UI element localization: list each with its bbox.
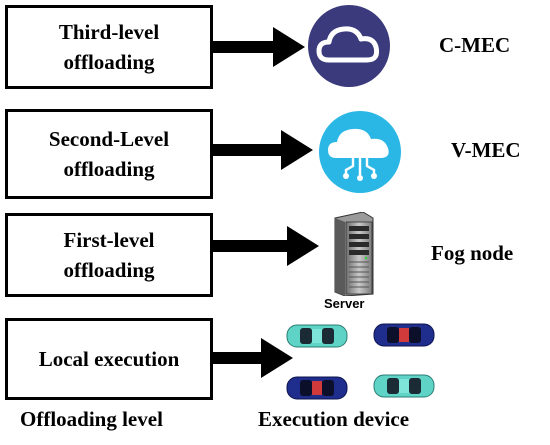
c-mec-label: C-MEC [439, 33, 511, 57]
first-level-line2: offloading [63, 258, 155, 282]
first-level-line1: First-level [63, 228, 155, 252]
fog-node-label: Fog node [431, 241, 514, 265]
v-mec-label: V-MEC [451, 138, 521, 162]
local-execution-line1: Local execution [38, 347, 180, 371]
third-level-offloading-box: Third-level offloading [5, 5, 213, 89]
arrow-local-execution [213, 338, 293, 378]
server-caption: Server [324, 296, 365, 311]
cloud-network-icon [319, 111, 401, 193]
arrow-second-level [213, 130, 313, 170]
first-level-offloading-box: First-level offloading [5, 213, 213, 297]
cloud-icon [308, 5, 390, 87]
car-icon-teal-top [286, 324, 348, 348]
second-level-offloading-box: Second-Level offloading [5, 109, 213, 199]
arrow-third-level [213, 27, 305, 67]
third-level-line1: Third-level [58, 20, 160, 44]
car-icon-navy-top [373, 323, 435, 347]
arrow-first-level [213, 226, 319, 266]
second-level-line1: Second-Level [48, 127, 170, 151]
server-icon [334, 212, 374, 296]
third-level-line2: offloading [63, 50, 155, 74]
car-icon-navy-bottom [286, 376, 348, 400]
local-execution-box: Local execution [5, 318, 213, 400]
execution-device-caption: Execution device [258, 407, 410, 431]
car-icon-teal-bottom [373, 374, 435, 398]
offloading-level-caption: Offloading level [20, 407, 163, 431]
second-level-line2: offloading [63, 157, 155, 181]
